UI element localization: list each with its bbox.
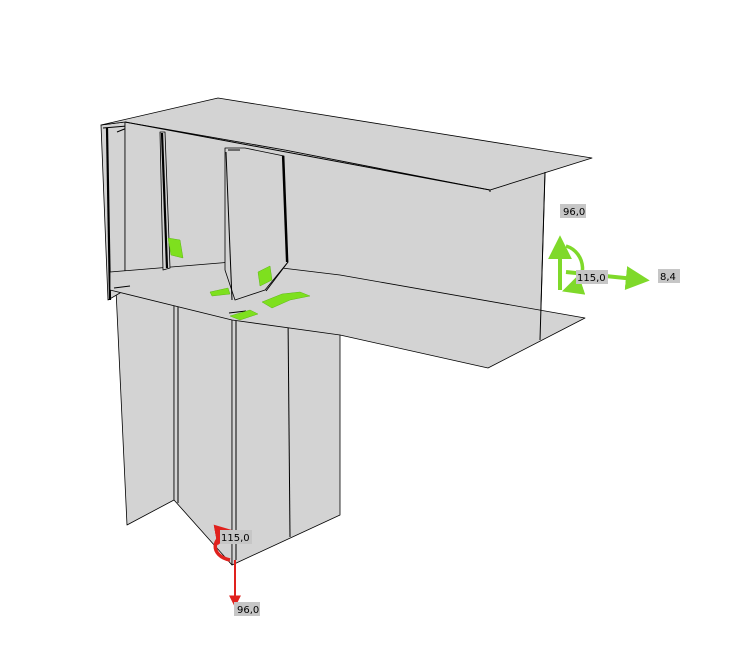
weld-flange-2 [261,291,311,309]
column-axial-value: 96,0 [237,605,259,616]
weld-center-stiffener [257,265,273,287]
weld-flange-3 [229,309,259,321]
column-moment-label-box [220,530,252,544]
column-front-flange [231,309,341,566]
weld-flange-1 [209,287,231,297]
moment-arc [562,244,586,295]
beam-axial-value: 8,4 [660,272,676,283]
beam-shear-value: 96,0 [563,207,585,218]
welds [167,237,311,321]
shear-label-box [560,204,586,218]
beam-moment-value: 115,0 [577,273,606,284]
column-end-loads: 115,0 96,0 [213,524,260,616]
moment-label-box [576,270,608,284]
column-web [173,299,233,566]
beam-end-loads: 96,0 115,0 8,4 [548,204,680,295]
axial-label-box [658,269,680,283]
stiffener-center [224,147,289,301]
column-back-flange [115,289,175,526]
stiffeners [113,131,289,314]
column-axial-label-box [234,602,260,616]
column [115,289,341,566]
column-moment-value: 115,0 [221,533,250,544]
weld-left-stiffener [167,237,184,259]
